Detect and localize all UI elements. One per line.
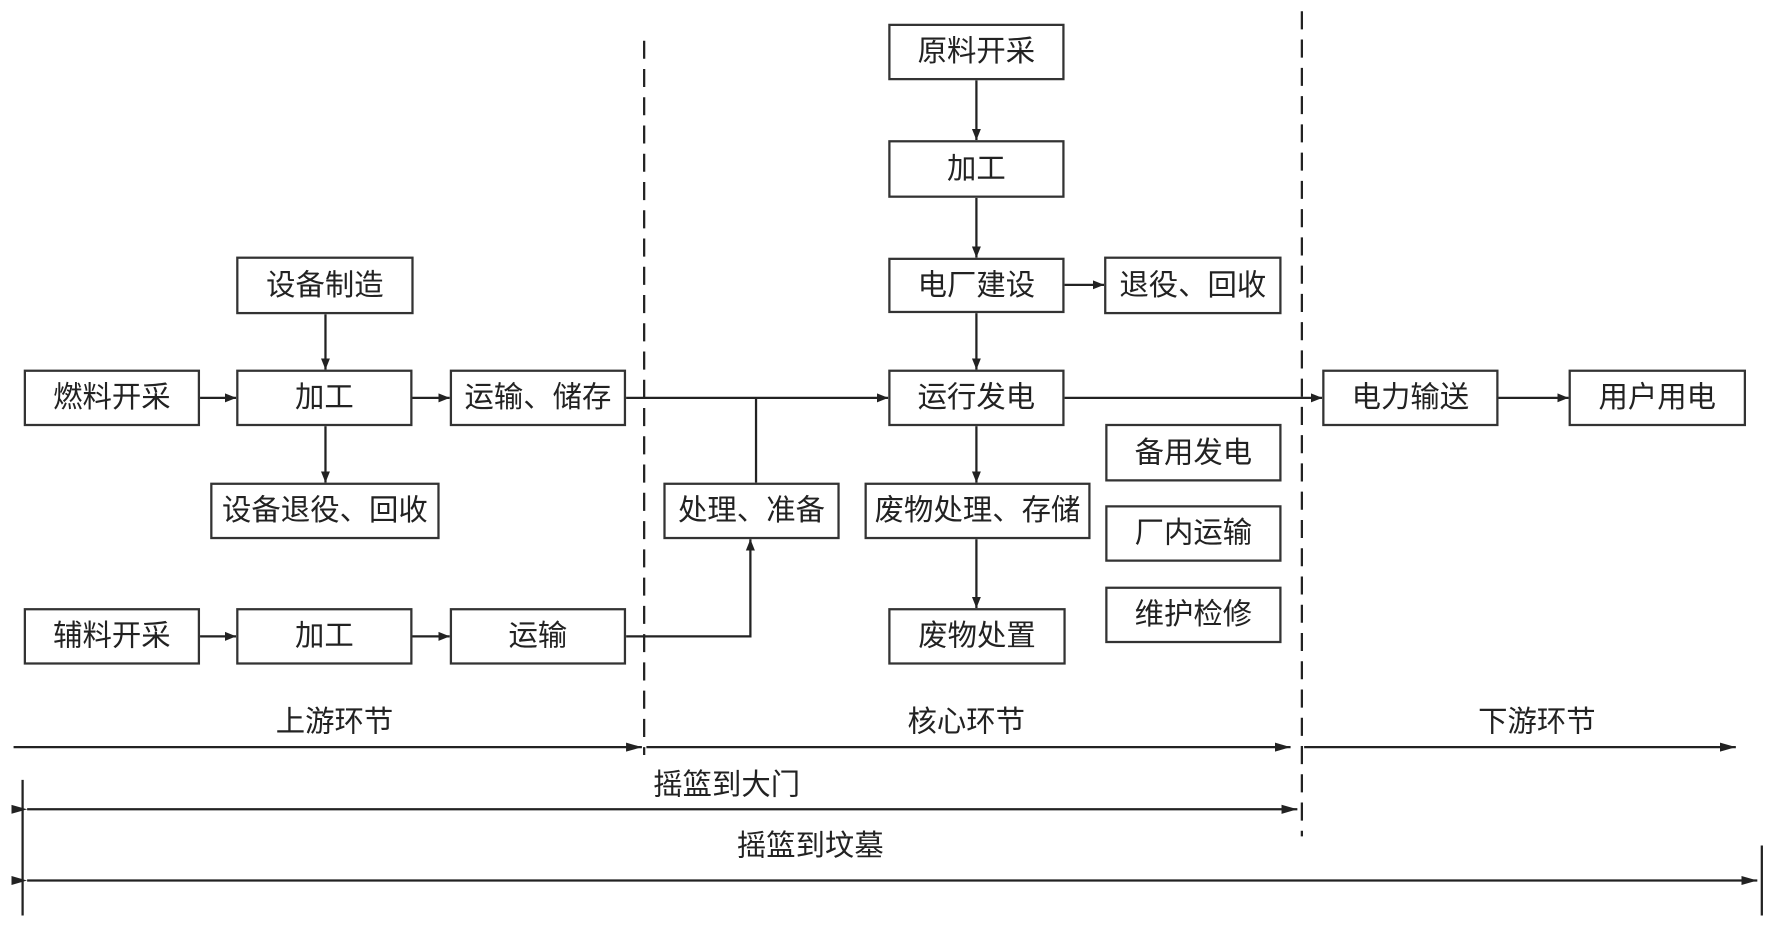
box-fuel-processing: 加工 (236, 369, 413, 427)
box-aux-processing: 加工 (236, 608, 413, 665)
box-fuel-mining: 燃料开采 (23, 369, 201, 427)
box-aux-mining: 辅料开采 (23, 608, 201, 665)
stage-label-core: 核心环节 (907, 705, 1026, 740)
box-equipment-manufacturing: 设备制造 (236, 256, 414, 315)
box-operation: 运行发电 (888, 369, 1065, 427)
box-plant-construction: 电厂建设 (888, 257, 1065, 314)
box-raw-mining: 原料开采 (888, 23, 1065, 81)
stage-label-upstream: 上游环节 (275, 705, 394, 740)
span-label-cradle-to-gate: 摇篮到大门 (653, 768, 801, 803)
box-raw-processing: 加工 (888, 140, 1065, 198)
arrow-aux-transport-to-treatment (626, 539, 755, 638)
box-plant-decommission: 退役、回收 (1104, 256, 1282, 315)
box-power-transmission: 电力输送 (1322, 369, 1499, 427)
box-plant-transport: 厂内运输 (1105, 505, 1282, 562)
box-backup-power: 备用发电 (1105, 423, 1282, 482)
box-waste-disposal: 废物处置 (888, 608, 1066, 665)
box-treatment-preparation: 处理、准备 (663, 482, 840, 540)
span-label-cradle-to-grave: 摇篮到坟墓 (736, 829, 884, 864)
box-aux-transport: 运输 (449, 608, 627, 665)
box-maintenance: 维护检修 (1105, 586, 1282, 644)
box-transport-storage: 运输、储存 (449, 369, 627, 427)
box-equipment-decommission: 设备退役、回收 (210, 482, 440, 540)
stage-label-downstream: 下游环节 (1478, 705, 1596, 740)
box-user-consumption: 用户用电 (1568, 369, 1747, 427)
box-waste-treatment-storage: 废物处理、存储 (864, 482, 1091, 540)
